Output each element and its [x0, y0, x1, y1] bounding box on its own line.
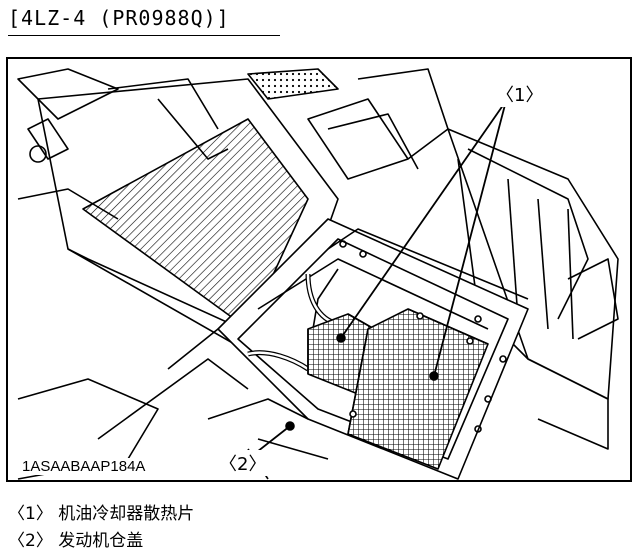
- callout-1: 〈1〉: [495, 81, 545, 107]
- figure-code: 1ASAABAAP184A: [20, 458, 148, 475]
- page-header: [4LZ-4 (PR0988Q)]: [8, 6, 230, 30]
- engine-compartment-drawing: [17, 68, 619, 480]
- legend-item-2: 〈2〉 发动机仓盖: [8, 531, 144, 551]
- callout-2: 〈2〉: [218, 450, 268, 476]
- header-underline: [8, 35, 280, 36]
- legend-item-1: 〈1〉 机油冷却器散热片: [8, 504, 195, 524]
- engine-compartment-figure: 〈1〉 〈2〉 1ASAABAAP184A: [6, 57, 632, 482]
